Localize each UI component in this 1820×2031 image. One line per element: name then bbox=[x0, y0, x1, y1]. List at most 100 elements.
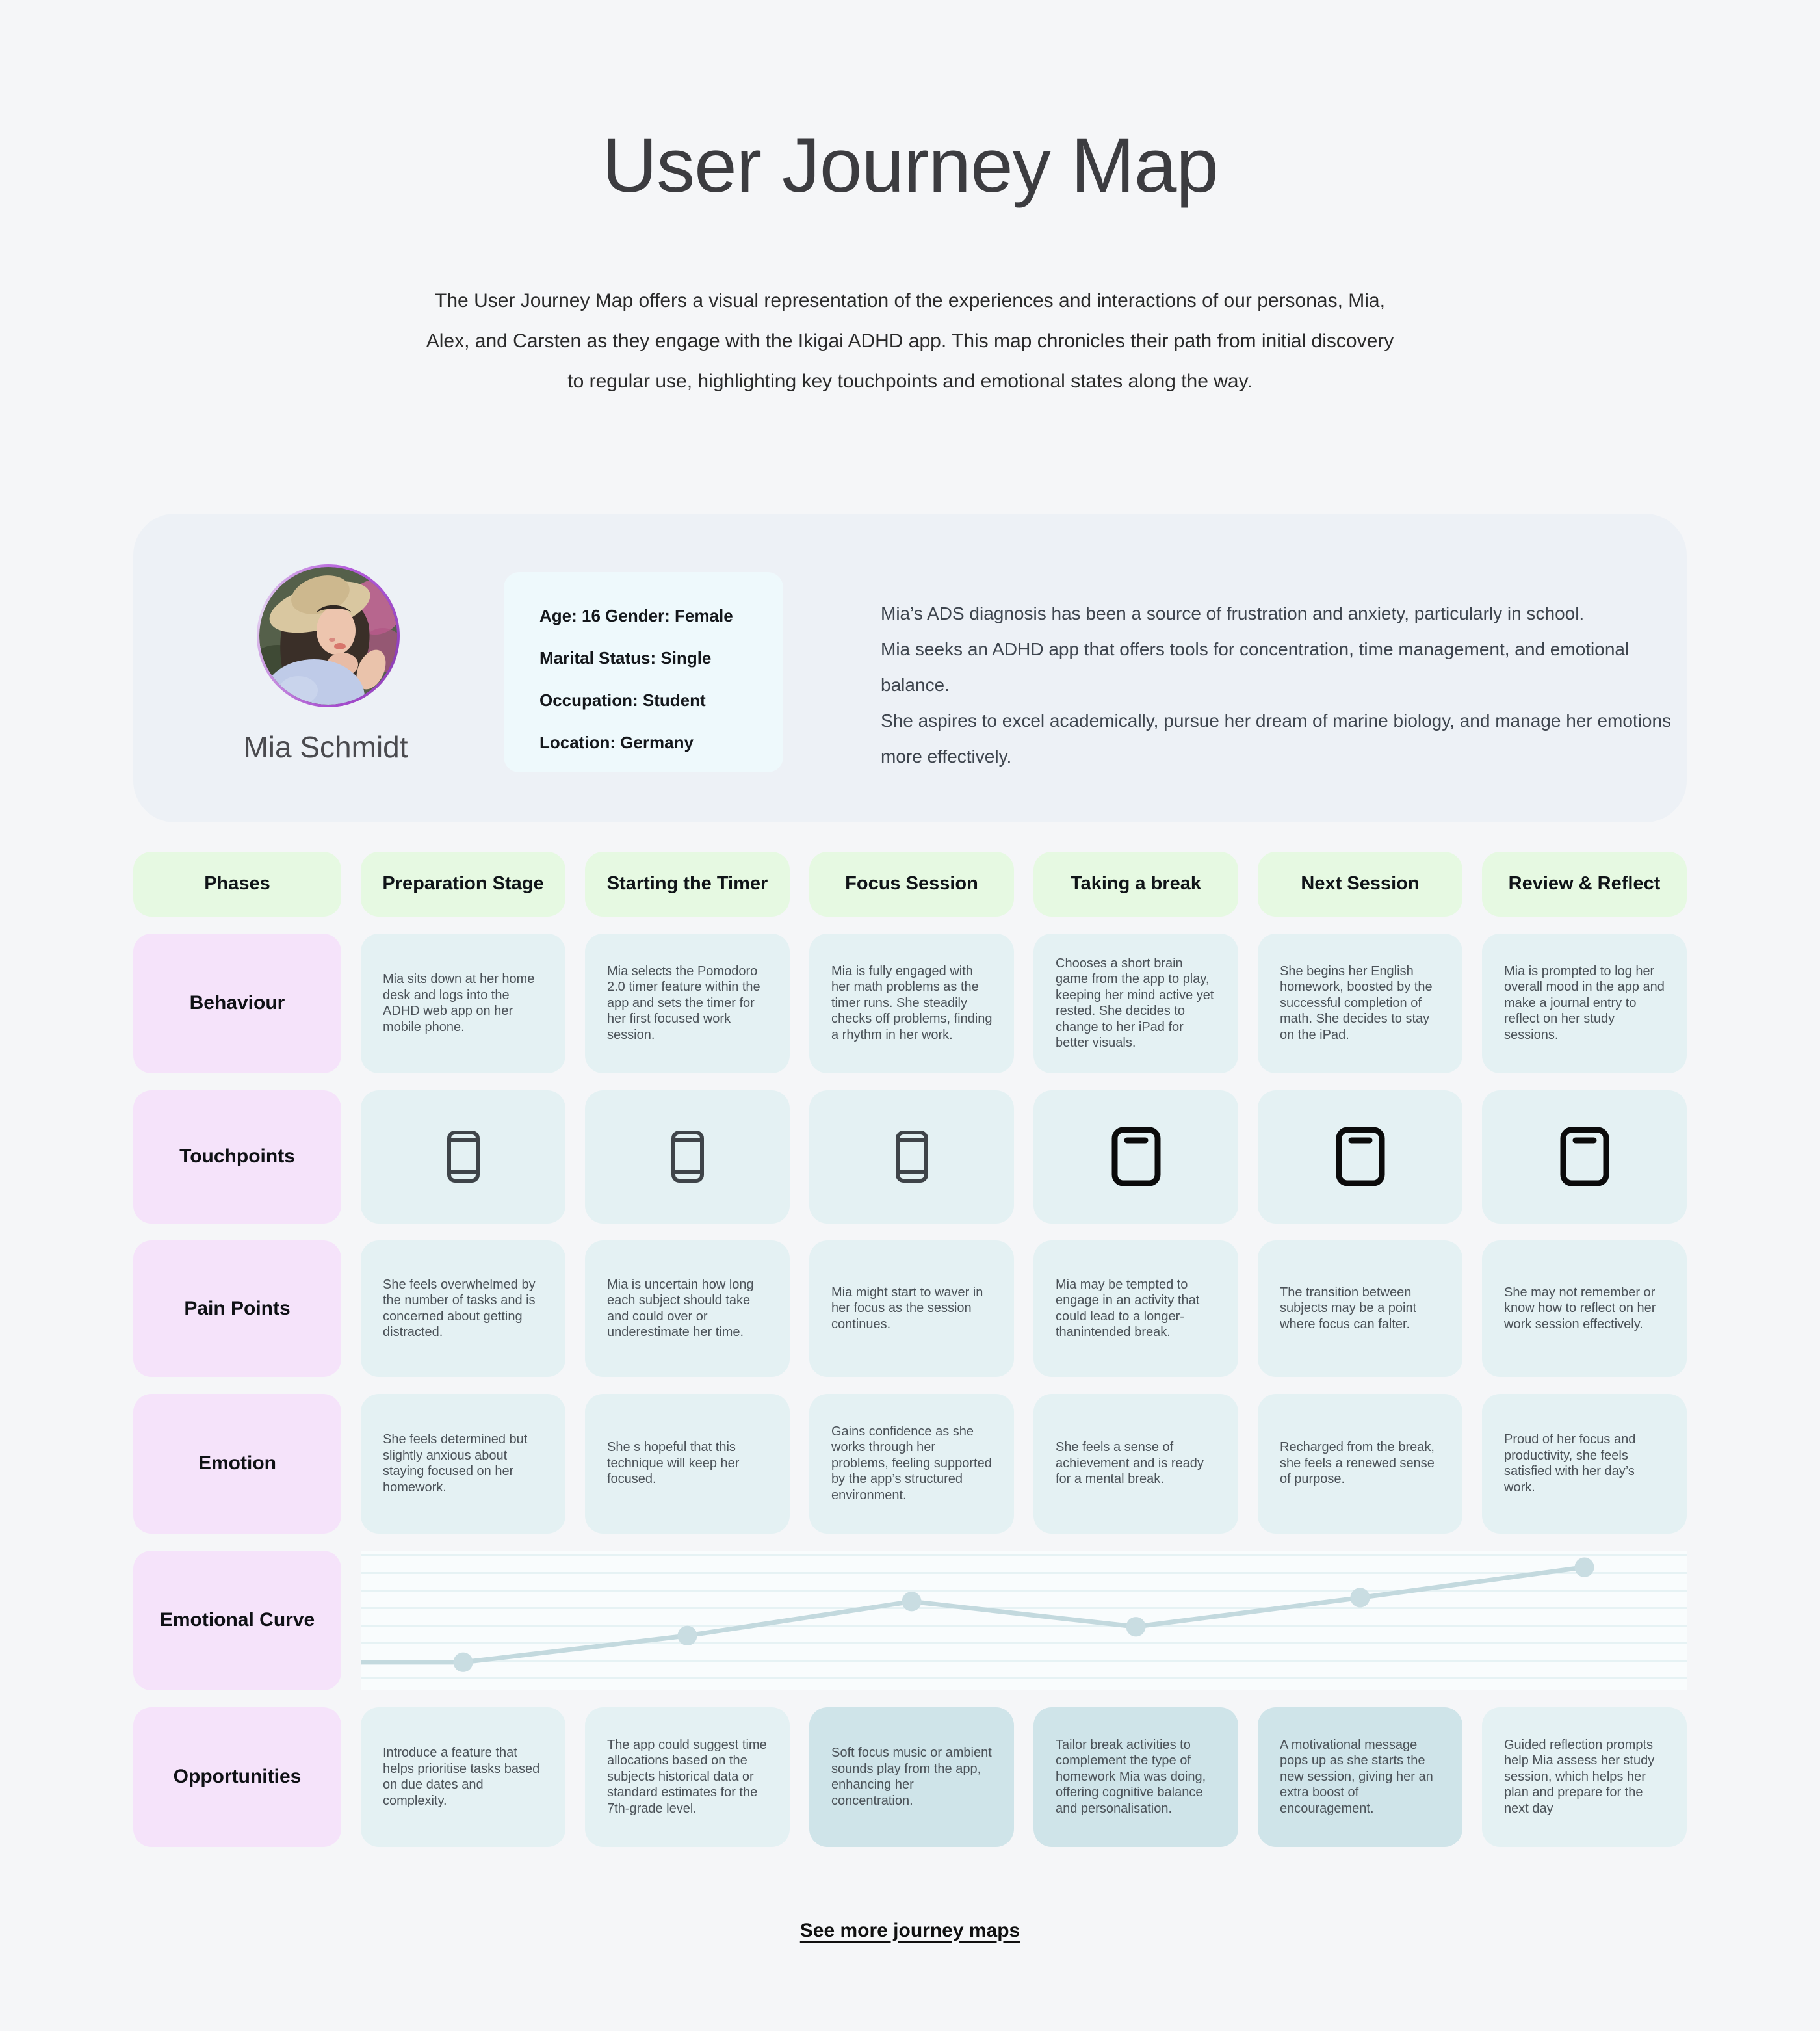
description-line: Alex, and Carsten as they engage with th… bbox=[426, 330, 1394, 352]
behaviour-row: Behaviour Mia sits down at her home desk… bbox=[133, 933, 1687, 1073]
journey-cell: Mia may be tempted to engage in an activ… bbox=[1034, 1240, 1238, 1377]
journey-cell: She feels a sense of achievement and is … bbox=[1034, 1393, 1238, 1534]
journey-cell: The app could suggest time allocations b… bbox=[585, 1707, 790, 1847]
cell-text: Recharged from the break, she feels a re… bbox=[1280, 1440, 1435, 1487]
phase-header: Focus Session bbox=[809, 851, 1014, 917]
cell-text: Mia may be tempted to engage in an activ… bbox=[1056, 1277, 1200, 1340]
journey-cell: Introduce a feature that helps prioritis… bbox=[361, 1707, 566, 1847]
tablet-icon bbox=[1112, 1127, 1160, 1186]
cell-text: The app could suggest time allocations b… bbox=[607, 1737, 767, 1816]
touchpoints-row: Touchpoints bbox=[133, 1090, 1687, 1224]
curve-point bbox=[1126, 1616, 1146, 1636]
cell-text: Chooses a short brain game from the app … bbox=[1056, 956, 1214, 1051]
persona-details: Age: 16 Gender: Female Marital Status: S… bbox=[504, 571, 783, 772]
cell-text: Tailor break activities to complement th… bbox=[1056, 1737, 1206, 1816]
description-line: The User Journey Map offers a visual rep… bbox=[435, 289, 1385, 311]
cell-text: A motivational message pops up as she st… bbox=[1280, 1737, 1433, 1816]
detail-age-gender: Age: 16 Gender: Female bbox=[540, 605, 733, 625]
journey-cell bbox=[1258, 1090, 1462, 1224]
persona-photo bbox=[259, 566, 397, 705]
emotional-curve-svg bbox=[361, 1557, 1594, 1672]
journey-cell bbox=[1482, 1090, 1687, 1224]
persona-name: Mia Schmidt bbox=[243, 729, 408, 764]
row-label-touchpoints: Touchpoints bbox=[133, 1090, 341, 1224]
pain-points-row: Pain Points She feels overwhelmed by the… bbox=[133, 1240, 1687, 1377]
cell-text: Guided reflection prompts help Mia asses… bbox=[1504, 1737, 1655, 1816]
bio-paragraph: Mia’s ADS diagnosis has been a source of… bbox=[881, 603, 1585, 623]
detail-occupation: Occupation: Student bbox=[540, 690, 706, 710]
cell-text: She may not remember or know how to refl… bbox=[1504, 1285, 1656, 1331]
emotional-curve-row: Emotional Curve bbox=[133, 1550, 1687, 1690]
cell-text: She feels determined but slightly anxiou… bbox=[383, 1432, 528, 1495]
persona-card: Mia Schmidt Age: 16 Gender: Female Marit… bbox=[133, 513, 1687, 822]
journey-grid: Phases Preparation Stage Starting the Ti… bbox=[133, 851, 1687, 1847]
page-title: User Journey Map bbox=[601, 123, 1219, 209]
journey-cell: Mia is fully engaged with her math probl… bbox=[809, 933, 1014, 1073]
journey-cell bbox=[585, 1090, 790, 1224]
journey-cell: Gains confidence as she works through he… bbox=[809, 1393, 1014, 1534]
journey-cell: Mia might start to waver in her focus as… bbox=[809, 1240, 1014, 1377]
emotion-row: Emotion She feels determined but slightl… bbox=[133, 1393, 1687, 1534]
detail-location: Location: Germany bbox=[540, 732, 694, 752]
description-line: to regular use, highlighting key touchpo… bbox=[567, 370, 1253, 392]
cell-text: Gains confidence as she works through he… bbox=[831, 1424, 992, 1502]
journey-cell: She feels overwhelmed by the number of t… bbox=[361, 1240, 566, 1377]
phase-header: Next Session bbox=[1258, 851, 1462, 917]
journey-cell bbox=[1034, 1090, 1238, 1224]
smartphone-icon bbox=[895, 1131, 928, 1183]
journey-cell: Mia selects the Pomodoro 2.0 timer featu… bbox=[585, 933, 790, 1073]
journey-cell: She begins her English homework, boosted… bbox=[1258, 933, 1462, 1073]
cell-text: The transition between subjects may be a… bbox=[1280, 1285, 1417, 1331]
phase-header: Preparation Stage bbox=[361, 851, 566, 917]
curve-point bbox=[902, 1591, 922, 1612]
journey-cell: She may not remember or know how to refl… bbox=[1482, 1240, 1687, 1377]
cell-text: Mia is fully engaged with her math probl… bbox=[831, 963, 993, 1042]
cell-text: She feels a sense of achievement and is … bbox=[1056, 1440, 1204, 1487]
page-description: The User Journey Map offers a visual rep… bbox=[133, 281, 1687, 402]
journey-cell: Mia is uncertain how long each subject s… bbox=[585, 1240, 790, 1377]
row-label-pain-points: Pain Points bbox=[133, 1240, 341, 1377]
footer: See more journey maps bbox=[133, 1920, 1687, 1942]
see-more-journey-maps-link[interactable]: See more journey maps bbox=[800, 1919, 1020, 1941]
phase-header: Starting the Timer bbox=[585, 851, 790, 917]
page: User Journey Map The User Journey Map of… bbox=[133, 0, 1687, 1942]
cell-text: Mia is uncertain how long each subject s… bbox=[607, 1277, 754, 1340]
journey-cell: Guided reflection prompts help Mia asses… bbox=[1482, 1707, 1687, 1847]
bio-paragraph: She aspires to excel academically, pursu… bbox=[881, 710, 1672, 767]
cell-text: Mia might start to waver in her focus as… bbox=[831, 1285, 983, 1331]
tablet-icon bbox=[1336, 1127, 1384, 1186]
journey-cell: Chooses a short brain game from the app … bbox=[1034, 933, 1238, 1073]
phases-label: Phases bbox=[133, 851, 341, 917]
cell-text: Mia selects the Pomodoro 2.0 timer featu… bbox=[607, 963, 760, 1042]
row-label-opportunities: Opportunities bbox=[133, 1707, 341, 1847]
tablet-icon bbox=[1560, 1127, 1609, 1186]
curve-point bbox=[453, 1652, 473, 1672]
row-label-behaviour: Behaviour bbox=[133, 933, 341, 1073]
phases-row: Phases Preparation Stage Starting the Ti… bbox=[133, 851, 1687, 917]
cell-text: Soft focus music or ambient sounds play … bbox=[831, 1746, 992, 1808]
phase-header: Review & Reflect bbox=[1482, 851, 1687, 917]
opportunities-row: Opportunities Introduce a feature that h… bbox=[133, 1707, 1687, 1847]
journey-cell: The transition between subjects may be a… bbox=[1258, 1240, 1462, 1377]
cell-text: She feels overwhelmed by the number of t… bbox=[383, 1277, 536, 1340]
cell-text: Proud of her focus and productivity, she… bbox=[1504, 1432, 1636, 1495]
emotional-curve-chart bbox=[361, 1550, 1687, 1690]
journey-cell: Tailor break activities to complement th… bbox=[1034, 1707, 1238, 1847]
cell-text: She s hopeful that this technique will k… bbox=[607, 1440, 740, 1487]
cell-text: She begins her English homework, boosted… bbox=[1280, 963, 1433, 1042]
smartphone-icon bbox=[447, 1131, 480, 1183]
detail-marital-status: Marital Status: Single bbox=[540, 648, 712, 668]
journey-cell: Soft focus music or ambient sounds play … bbox=[809, 1707, 1014, 1847]
journey-cell bbox=[361, 1090, 566, 1224]
smartphone-icon bbox=[671, 1131, 704, 1183]
journey-cell: She s hopeful that this technique will k… bbox=[585, 1393, 790, 1534]
curve-point bbox=[1574, 1557, 1594, 1577]
journey-cell: Proud of her focus and productivity, she… bbox=[1482, 1393, 1687, 1534]
journey-cell: Recharged from the break, she feels a re… bbox=[1258, 1393, 1462, 1534]
row-label-emotional-curve: Emotional Curve bbox=[133, 1550, 341, 1690]
journey-cell: She feels determined but slightly anxiou… bbox=[361, 1393, 566, 1534]
avatar bbox=[257, 564, 400, 707]
row-label-emotion: Emotion bbox=[133, 1393, 341, 1534]
journey-cell: Mia sits down at her home desk and logs … bbox=[361, 933, 566, 1073]
cell-text: Mia is prompted to log her overall mood … bbox=[1504, 963, 1665, 1042]
